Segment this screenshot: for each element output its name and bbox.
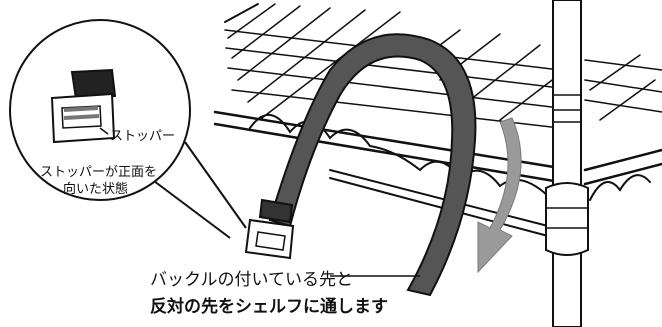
stopper-label: ストッパー [110,129,176,144]
zoom-callout-circle [9,19,247,239]
direction-arrow-icon [477,117,522,274]
caption-line-2: 反対の先をシェルフに通します [150,297,388,317]
stopper-state-label-line2: 向いた状態 [63,182,129,197]
pole-illustration [545,0,589,327]
caption-line-1: バックルの付いている先と [150,270,353,290]
buckle-illustration [244,198,295,260]
stopper-state-label-line1: ストッパーが正面を [40,165,158,180]
strap-illustration [268,33,477,297]
